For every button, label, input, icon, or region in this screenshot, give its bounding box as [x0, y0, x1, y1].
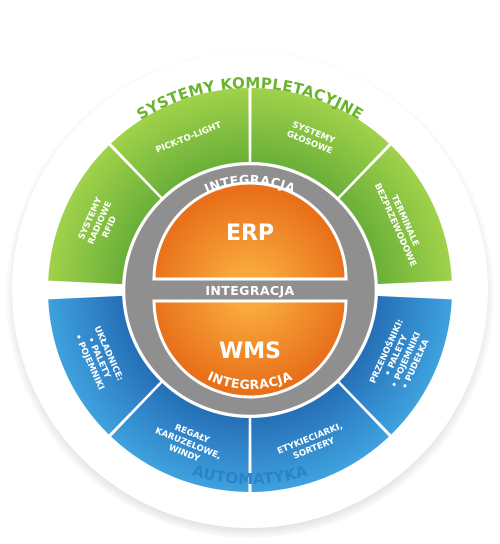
integration-label-middle: INTEGRACJA	[205, 283, 294, 298]
top-segment-2	[111, 88, 249, 198]
integration-ring-border	[122, 162, 378, 418]
top-segment-3	[251, 88, 389, 198]
top-segment-1	[48, 145, 161, 285]
segment-divider	[109, 143, 163, 199]
segment-divider	[109, 381, 163, 437]
wms-half	[154, 301, 346, 397]
top-segment-4	[339, 145, 452, 285]
wms-label: WMS	[219, 339, 281, 364]
wms-half-border	[152, 299, 348, 399]
erp-half-border	[152, 181, 348, 281]
segment-divider	[337, 143, 391, 199]
bottom-segment-1	[339, 295, 452, 435]
segment-divider	[337, 381, 391, 437]
bottom-segment-4	[48, 295, 161, 435]
bottom-segment-3	[111, 382, 249, 492]
bottom-segment-2	[251, 382, 389, 492]
erp-half	[154, 183, 346, 279]
erp-label: ERP	[226, 221, 274, 246]
